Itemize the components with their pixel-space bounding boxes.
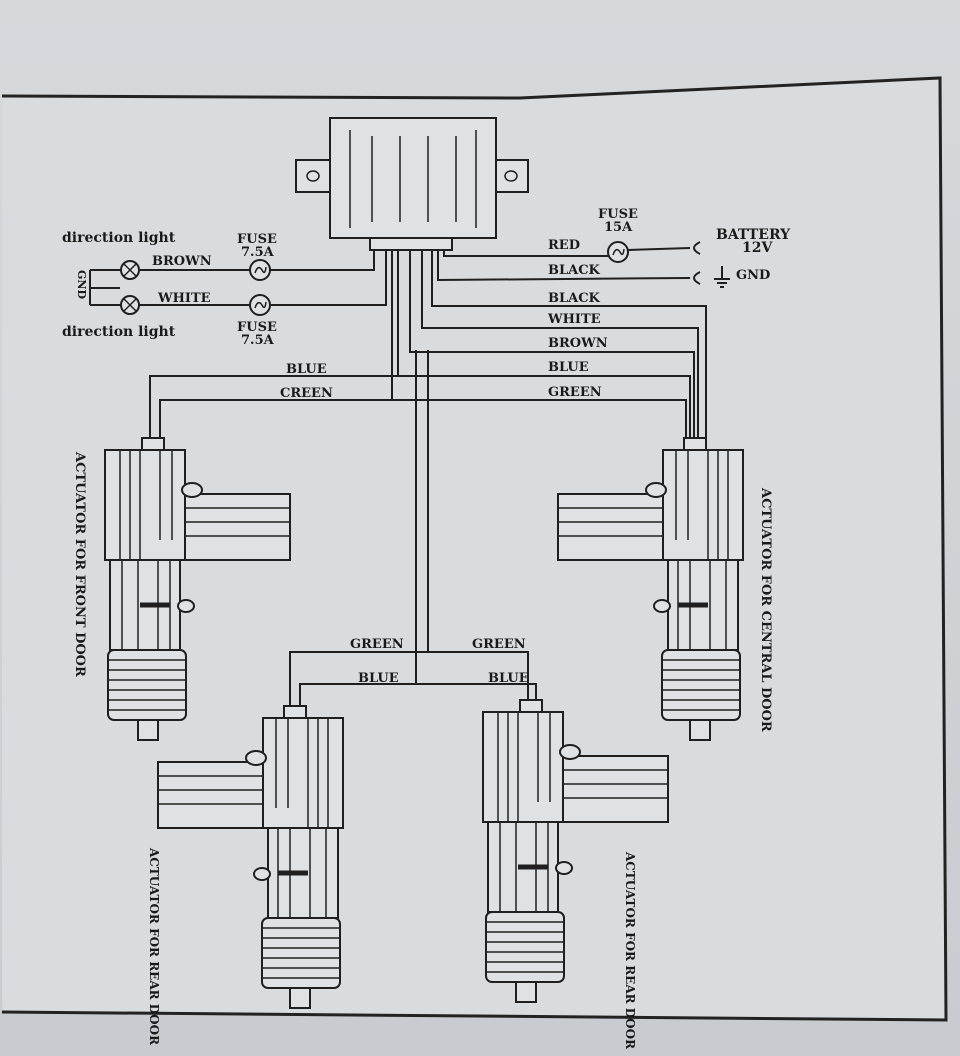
rear-left-actuator-label: ACTUATOR FOR REAR DOOR [147, 847, 161, 1046]
fuse-main-rating: 15A [604, 220, 633, 235]
brown-light-wire-label: BROWN [152, 254, 212, 269]
fuse-bottom-label: FUSE [237, 320, 277, 335]
blue-rear-right-wire-label: BLUE [488, 671, 529, 686]
brown-wire-label: BROWN [548, 336, 608, 351]
white-light-wire-label: WHITE [157, 291, 211, 306]
direction-light-label-bottom: direction light [62, 324, 176, 340]
white-wire-label: WHITE [547, 312, 601, 327]
green-rear-left-wire-label: GREEN [350, 637, 404, 652]
fuse-main-label: FUSE [598, 207, 638, 222]
central-harness [149, 250, 707, 710]
blue-rear-left-wire-label: BLUE [358, 671, 399, 686]
central-door-actuator-label: ACTUATOR FOR CENTRAL DOOR [758, 487, 773, 732]
battery-label: BATTERY [716, 227, 791, 243]
power-wiring [437, 241, 730, 288]
red-wire-label: RED [548, 238, 580, 253]
green-right-wire-label: GREEN [548, 385, 602, 400]
battery-voltage: 12V [742, 240, 773, 256]
left-light-wiring [89, 250, 387, 316]
front-door-actuator-label: ACTUATOR FOR FRONT DOOR [72, 451, 87, 677]
green-rear-right-wire-label: GREEN [472, 637, 526, 652]
fuse-top-label: FUSE [237, 232, 277, 247]
black-gnd-wire-label: BLACK [548, 263, 601, 278]
black-wire-label: BLACK [548, 291, 601, 306]
blue-right-wire-label: BLUE [548, 360, 589, 375]
gnd-left-label: GND [75, 270, 88, 299]
gnd-right-label: GND [736, 268, 770, 283]
direction-light-label-top: direction light [62, 230, 176, 246]
green-left-wire-label: CREEN [280, 386, 333, 401]
blue-left-wire-label: BLUE [286, 362, 327, 377]
control-module [295, 117, 529, 251]
fuse-bottom-rating: 7.5A [241, 333, 275, 348]
rear-right-actuator-label: ACTUATOR FOR REAR DOOR [623, 851, 637, 1050]
fuse-top-rating: 7.5A [241, 245, 275, 260]
